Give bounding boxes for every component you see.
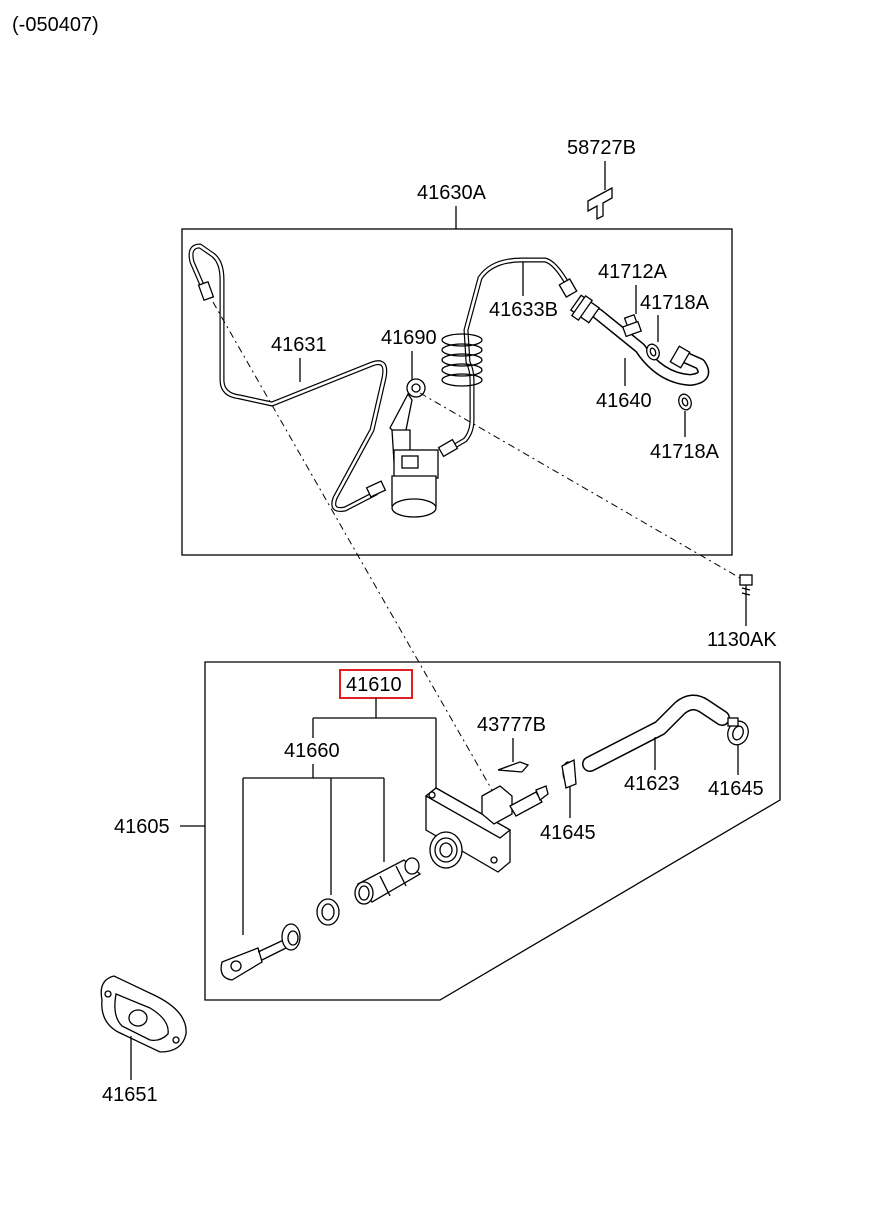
part-label-41645-right[interactable]: 41645 — [708, 778, 764, 800]
hose-41623 — [582, 694, 730, 772]
part-label-41633B[interactable]: 41633B — [489, 299, 558, 321]
brake-pipe-41633B — [437, 257, 578, 458]
part-label-41651[interactable]: 41651 — [102, 1084, 158, 1106]
part-label-58727B[interactable]: 58727B — [567, 137, 636, 159]
part-label-41623[interactable]: 41623 — [624, 773, 680, 795]
washer-41718A-top — [646, 343, 660, 361]
seal-ring — [316, 898, 340, 926]
piston — [354, 857, 422, 905]
part-label-41690[interactable]: 41690 — [381, 327, 437, 349]
hose-41640 — [569, 294, 710, 386]
clamp-41645-right — [727, 717, 749, 746]
push-rod — [220, 923, 301, 981]
part-label-41718A-top[interactable]: 41718A — [640, 292, 710, 314]
gasket-41651 — [100, 975, 187, 1053]
part-label-41630A[interactable]: 41630A — [417, 182, 487, 204]
retaining-pin-43777B — [497, 761, 530, 773]
washer-41718A-bottom — [678, 393, 692, 411]
revision-code: (-050407) — [12, 14, 99, 36]
part-label-41660[interactable]: 41660 — [284, 740, 340, 762]
part-label-41712A[interactable]: 41712A — [598, 261, 668, 283]
part-label-41610[interactable]: 41610 — [346, 674, 402, 696]
upper-assembly-frame — [181, 228, 733, 556]
part-label-41718A-bottom[interactable]: 41718A — [650, 441, 720, 463]
part-label-41640[interactable]: 41640 — [596, 390, 652, 412]
part-label-1130AK[interactable]: 1130AK — [707, 629, 777, 651]
brake-pipe-41631 — [188, 243, 388, 512]
part-label-41631[interactable]: 41631 — [271, 334, 327, 356]
clamp-41645-mid — [561, 758, 577, 789]
clip-58727B-icon — [587, 186, 613, 221]
bracket-41690 — [389, 378, 439, 518]
part-label-41645-mid[interactable]: 41645 — [540, 822, 596, 844]
bolt-41712A — [621, 313, 643, 338]
part-label-41605[interactable]: 41605 — [114, 816, 170, 838]
clutch-cylinder-41610 — [424, 785, 549, 873]
part-label-43777B[interactable]: 43777B — [477, 714, 546, 736]
lower-assembly-frame — [204, 661, 781, 1001]
bolt-1130AK — [739, 574, 753, 600]
